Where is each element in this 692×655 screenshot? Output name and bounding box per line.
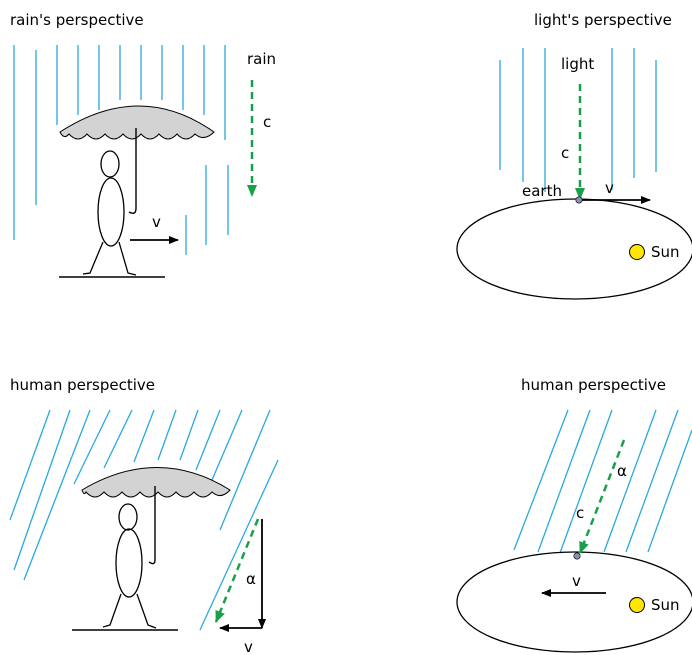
c-label: c [576, 504, 584, 522]
alpha-label: α [617, 462, 627, 480]
panel-human-perspective-light: human perspective α c v Sun [456, 376, 692, 653]
earth-dot [575, 196, 583, 204]
rain-lines [13, 45, 229, 255]
v-label: v [605, 179, 614, 197]
panel-human-perspective-rain: human perspective [9, 376, 279, 655]
umbrella-icon [81, 467, 231, 565]
panel-rain-perspective: rain's perspective [10, 11, 276, 278]
walking-person-icon [82, 150, 137, 276]
apparent-light-arrow [578, 439, 626, 554]
slanted-light-lines [513, 409, 692, 554]
earth-orbit [456, 551, 692, 653]
earth-dot [573, 552, 581, 560]
c-label: c [561, 144, 569, 162]
panel-title: light's perspective [534, 11, 672, 29]
light-label: light [561, 55, 594, 73]
sun-label: Sun [651, 596, 680, 614]
sun-label: Sun [651, 243, 680, 261]
rain-label: rain [247, 50, 276, 68]
apparent-rain-arrow [214, 518, 260, 623]
panel-light-perspective: light's perspective light c earth v Sun [456, 11, 692, 300]
panel-title: human perspective [521, 376, 666, 394]
alpha-label: α [246, 570, 256, 588]
sun-icon [629, 597, 645, 613]
panel-title: human perspective [10, 376, 155, 394]
c-label: c [263, 113, 271, 131]
v-label: v [244, 638, 253, 655]
v-label: v [572, 572, 581, 590]
v-label: v [152, 213, 161, 231]
panel-title: rain's perspective [10, 11, 144, 29]
slanted-rain-lines [9, 409, 279, 631]
umbrella-icon [59, 105, 215, 215]
sun-icon [629, 244, 645, 260]
earth-label: earth [522, 182, 562, 200]
walking-person-icon [102, 503, 157, 629]
light-lines [499, 48, 657, 192]
